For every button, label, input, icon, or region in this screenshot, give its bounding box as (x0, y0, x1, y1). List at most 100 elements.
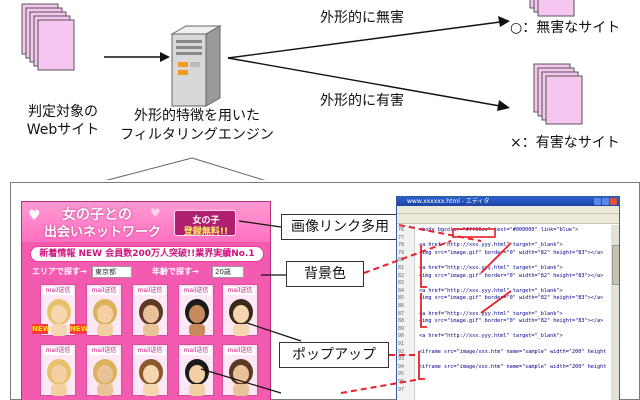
flow-arrow-harmful (227, 57, 501, 107)
code-scrollbar[interactable] (611, 225, 619, 400)
profile-card-tag: mail送信 (225, 347, 255, 355)
profile-card[interactable]: mail送信 (222, 284, 258, 336)
flow-diagram-graphics (21, 0, 583, 180)
site-header: ♥ ♥ 女の子との 出会いネットワーク 女の子 登録無料!! (22, 202, 270, 242)
code-line: <body bgcolor="#ff66cc" text="#000000" l… (419, 227, 579, 233)
flow-arrow-harmless (227, 21, 501, 59)
site-area-select[interactable]: 東京都 (92, 266, 132, 278)
profile-card[interactable]: mail送信 (132, 284, 168, 336)
profile-card[interactable]: mail送信 (86, 344, 122, 396)
profile-card[interactable]: mail送信 (222, 344, 258, 396)
input-document-stack-icon (21, 3, 75, 71)
site-register-button[interactable]: 女の子 登録無料!! (174, 210, 236, 237)
code-line: <a href="http://xxx.yyy.html" target="_b… (419, 265, 563, 271)
profile-portrait-icon (47, 359, 71, 396)
profile-card-tag: mail送信 (181, 347, 211, 355)
profile-portrait-icon (47, 299, 71, 336)
site-age-search-label: 年齢で探す→ (152, 267, 199, 276)
site-age-select[interactable]: 20歳 (212, 266, 244, 278)
harmful-edge-label: 外形的に有害 (320, 93, 404, 109)
profile-card[interactable]: mail送信 (40, 344, 76, 396)
profile-portrait-icon (229, 359, 253, 396)
site-title-line1: 女の子との (62, 207, 132, 223)
engine-label-line2: フィルタリングエンジン (120, 127, 274, 143)
line-number: 95 (398, 371, 405, 378)
code-line: <a href="http://xxx.yyy.html" target="_b… (419, 333, 563, 340)
site-area-search-label: エリアで探す→ (32, 267, 87, 276)
line-number: 94 (398, 363, 405, 370)
line-number: 90 (398, 333, 405, 340)
profile-portrait-icon (185, 359, 209, 396)
code-line: <img src="image.gif" border="0" width="8… (419, 272, 604, 279)
line-number: 91 (398, 341, 405, 347)
input-label-line2: Webサイト (26, 122, 100, 138)
profile-portrait-icon (229, 299, 253, 336)
flow-arrowhead-input (160, 52, 170, 62)
harmful-output-label: ×：有害なサイト (510, 135, 620, 151)
profile-portrait-icon (185, 299, 209, 336)
profile-card-tag: mail送信 (225, 287, 255, 295)
harmless-edge-label: 外形的に無害 (320, 10, 404, 26)
code-line: <iframe src="image/xxx.htm" name="sample… (419, 363, 607, 370)
code-window-titlebar: www.xxxxxx.html - エディタ (397, 197, 619, 206)
line-number: 89 (398, 325, 405, 332)
line-number: 93 (398, 356, 405, 363)
example-website-screenshot: ♥ ♥ 女の子との 出会いネットワーク 女の子 登録無料!! 新着情報 NEW … (21, 201, 271, 400)
profile-card-tag: mail送信 (135, 347, 165, 355)
profile-card[interactable]: mail送信 (178, 344, 214, 396)
new-badge: NEW (70, 324, 89, 334)
flow-diagram: 判定対象の Webサイト 外形的特徴を用いた フィルタリングエンジン 外形的に無… (0, 0, 640, 180)
profile-card[interactable]: mail送信 (178, 284, 214, 336)
code-line: <a href="http://xxx.yyy.html" target="_b… (419, 287, 563, 294)
line-number: 86 (398, 303, 405, 309)
flow-arrowhead-harmless (498, 16, 510, 27)
profile-card-tag: mail送信 (89, 287, 119, 295)
register-line1: 女の子 (192, 216, 220, 226)
code-line: <a href="http://xxx.yyy.html" target="_b… (419, 242, 563, 249)
profile-portrait-icon (139, 299, 163, 336)
profile-card-tag: mail送信 (43, 347, 73, 355)
line-number: 81 (398, 265, 405, 271)
callout-popup: ポップアップ (279, 342, 389, 368)
line-number: 77 (398, 234, 405, 241)
detail-connector-left (105, 157, 193, 180)
line-number: 80 (398, 257, 405, 264)
engine-label-line1: 外形的特徴を用いた (134, 108, 260, 124)
site-banner: 新着情報 NEW 会員数200万人突破!!業界実績No.1 (30, 246, 264, 262)
code-window-menubar (397, 206, 619, 214)
line-number: 87 (398, 310, 405, 317)
harmful-document-stack-icon (533, 63, 583, 125)
profile-card[interactable]: mail送信 (86, 284, 122, 336)
heart-icon: ♥ (150, 206, 161, 220)
input-label-line1: 判定対象の (28, 104, 98, 120)
profile-card-tag: mail送信 (89, 347, 119, 355)
example-panel: ♥ ♥ 女の子との 出会いネットワーク 女の子 登録無料!! 新着情報 NEW … (10, 182, 640, 400)
line-number: 92 (398, 348, 405, 355)
line-number: 76 (398, 227, 405, 233)
flow-arrowhead-harmful (497, 100, 510, 111)
profile-card[interactable]: mail送信 (132, 344, 168, 396)
new-badge: NEW (32, 324, 51, 334)
line-number: 88 (398, 318, 405, 325)
maximize-icon[interactable] (602, 198, 609, 205)
code-scroll-thumb[interactable] (612, 245, 619, 285)
code-line: <iframe src="image/xxx.htm" name="sample… (419, 348, 607, 355)
profile-card-tag: mail送信 (135, 287, 165, 295)
line-number: 85 (398, 295, 405, 302)
minimize-icon[interactable] (594, 198, 601, 205)
line-number: 83 (398, 280, 405, 287)
close-icon[interactable] (610, 198, 617, 205)
harmless-output-label: ○：無害なサイト (510, 20, 621, 36)
heart-icon: ♥ (28, 208, 41, 224)
line-number: 97 (398, 386, 405, 393)
profile-portrait-icon (93, 359, 117, 396)
site-title-line2: 出会いネットワーク (44, 225, 162, 240)
code-window-title: www.xxxxxx.html - エディタ (407, 198, 490, 205)
line-number: 84 (398, 287, 405, 294)
code-window-toolbar (397, 214, 619, 224)
profile-portrait-icon (93, 299, 117, 336)
line-number: 78 (398, 242, 405, 249)
profile-card-tag: mail送信 (181, 287, 211, 295)
